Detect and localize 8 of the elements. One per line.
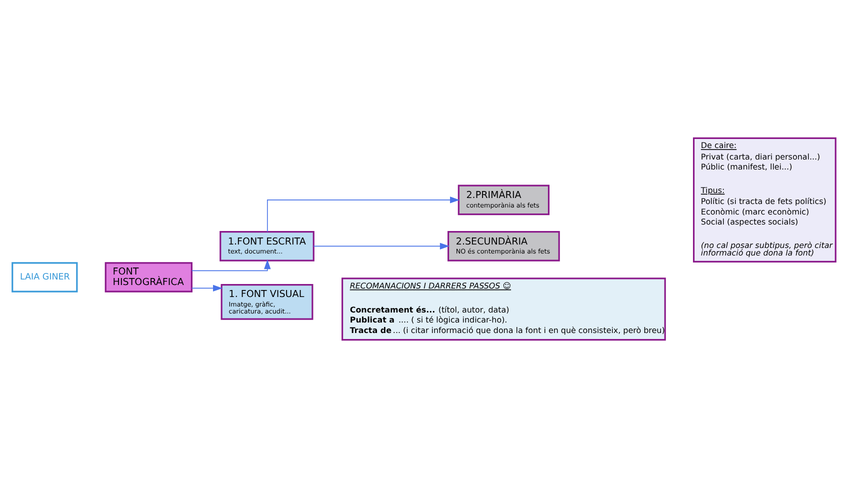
node-box: FONT HISTOGRÀFICA <box>104 262 192 292</box>
arrow <box>313 242 450 250</box>
node-box: LAIA GINER <box>12 262 78 292</box>
arrow <box>267 196 460 232</box>
node-box: RECOMANACIONS I DARRERS PASSOS ☺ Concretament és... (títol, autor, data) Publicat a .... ( si té lògica indicar-ho). Tracta de... (i citar informació que dona la font i en què consisteix, però breu) <box>342 277 666 340</box>
arrow <box>191 284 223 292</box>
arrow <box>191 259 271 271</box>
node-box: De caire: Privat (carta, diari personal...) Públic (manifest, llei...) Tipus: Polític (si tracta de fets polítics) Econòmic (marc econòmic) Social (aspectes socials) (no cal posar subtipus, però citar informació que dona la font) <box>692 136 836 262</box>
